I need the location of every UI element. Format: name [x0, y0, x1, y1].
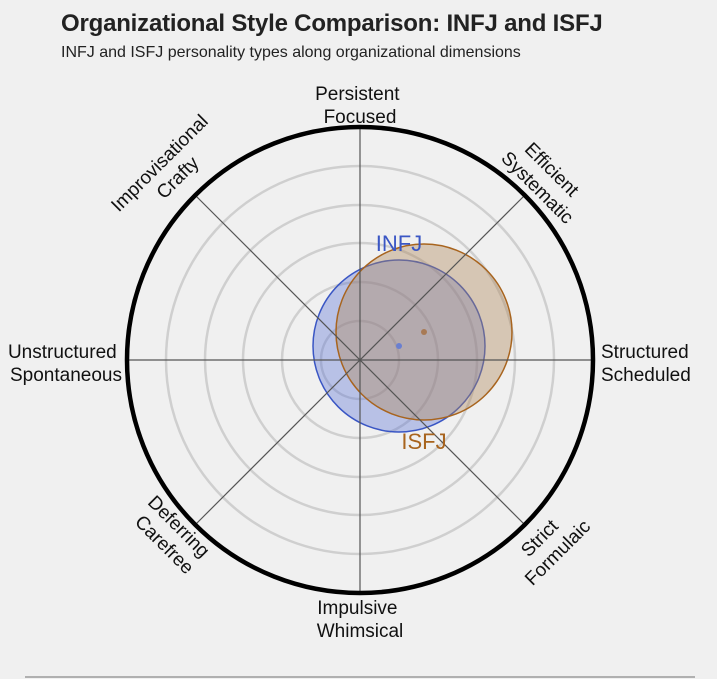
chart-title: Organizational Style Comparison: INFJ an…	[61, 10, 603, 37]
axis-lines	[127, 127, 593, 593]
bottom-divider	[25, 676, 695, 678]
isfj-center-point	[421, 329, 427, 335]
infj-label: INFJ	[376, 231, 422, 256]
axis-label-top: Persistent Focused	[315, 84, 405, 128]
chart-subtitle: INFJ and ISFJ personality types along or…	[61, 44, 521, 61]
axis-label-bottom-right: Strict Formulaic	[505, 500, 595, 590]
infj-center-point	[396, 343, 402, 349]
axis-label-bottom: Impulsive Whimsical	[317, 598, 404, 642]
isfj-label: ISFJ	[401, 429, 446, 454]
axis-label-left: Unstructured Spontaneous	[8, 342, 122, 386]
outer-ring	[124, 124, 596, 596]
axis-label-bottom-left: Deferring Carefree	[127, 492, 217, 582]
axis-label-right: Structured Scheduled	[601, 342, 694, 386]
